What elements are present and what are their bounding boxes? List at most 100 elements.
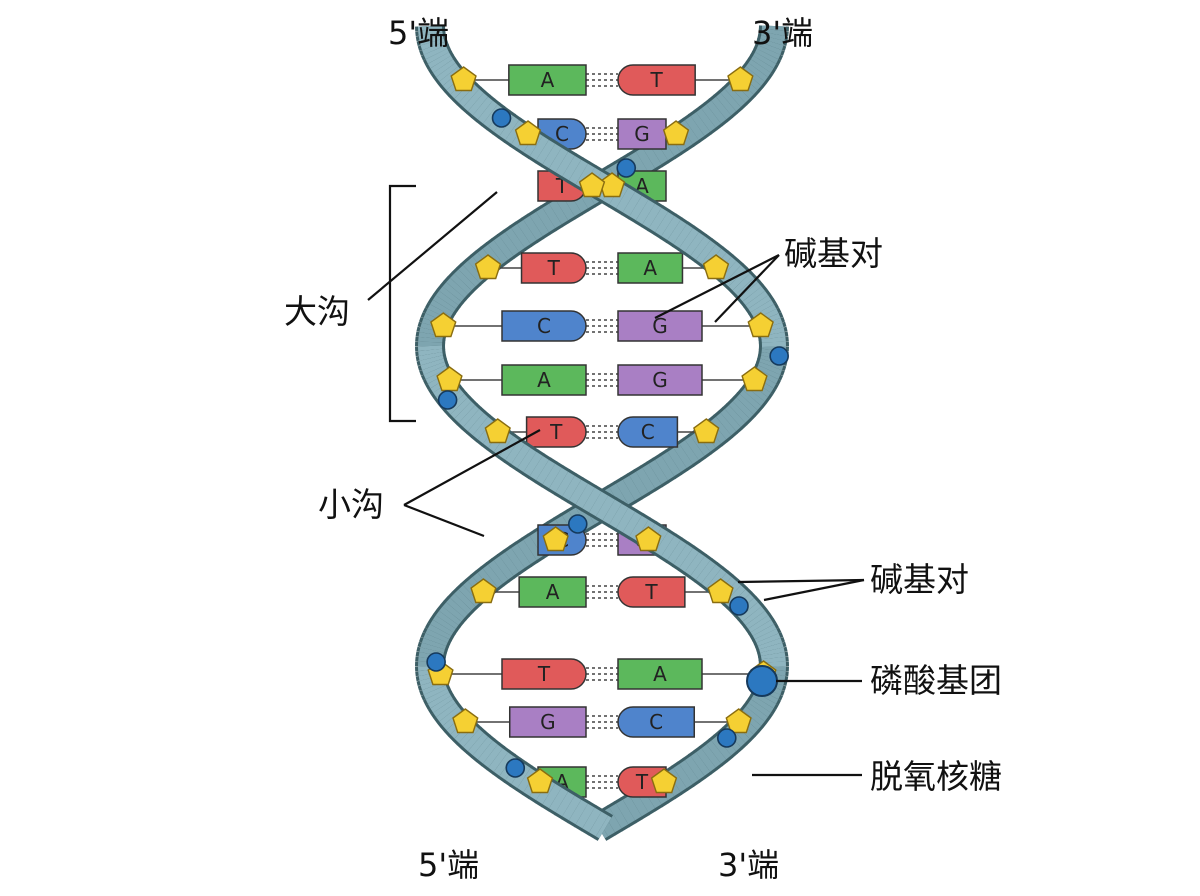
major-groove-pointer: [367, 191, 498, 301]
base-letter-T: T: [649, 68, 663, 92]
strand-1-ribbon-seg: [731, 397, 754, 419]
base-letter-A: A: [546, 580, 560, 604]
strand-1-ribbon-seg: [463, 89, 485, 112]
base-T: T: [617, 64, 696, 96]
strand-2-ribbon-seg: [529, 455, 550, 481]
strand-1-ribbon-seg: [419, 35, 444, 46]
strand-1-ribbon-seg: [562, 795, 583, 821]
deoxyribose-sugar-left: [542, 526, 569, 552]
strand-1-ribbon-seg: [438, 606, 462, 627]
phosphate-group-dot: [426, 652, 446, 672]
strand-2-ribbon-seg: [647, 139, 668, 165]
base-G: G: [617, 364, 703, 396]
strand-1-ribbon-seg: [422, 681, 447, 695]
strand-1-ribbon-seg: [483, 744, 504, 769]
base-letter-G: G: [634, 122, 650, 146]
strand-2-ribbon-seg: [757, 637, 783, 651]
strand-2-ribbon-seg: [595, 495, 616, 521]
strand-2-ribbon-seg: [621, 795, 642, 821]
strand-1-ribbon-seg: [728, 269, 751, 292]
sugar-phosphate-layer: [426, 66, 789, 794]
base-A: A: [617, 658, 703, 690]
deoxyribose-sugar-right: [578, 172, 606, 198]
phosphate-group-dot: [616, 158, 637, 178]
base-pairs-layer: ATCGTATACGAGTCCGATTAGCAT: [442, 64, 762, 798]
strand-2-ribbon-seg: [548, 199, 569, 225]
strand-1-ribbon-seg: [621, 475, 642, 501]
deoxyribose-sugar-right: [662, 120, 690, 146]
strand-1-ribbon-seg: [418, 31, 444, 41]
strand-2-ribbon-seg: [568, 479, 589, 505]
strand-2-ribbon-seg: [554, 195, 575, 221]
strand-1-ribbon-seg: [453, 589, 476, 612]
strand-1-ribbon-seg: [423, 633, 448, 648]
hydrogen-bonds: [586, 425, 618, 439]
deoxyribose-sugar-right: [747, 312, 774, 338]
strand-1-ribbon-seg: [463, 729, 485, 752]
strand-2-ribbon-seg: [747, 59, 771, 78]
strand-1-ribbon-seg: [427, 624, 452, 641]
phosphate-group-dot: [716, 728, 737, 748]
strand-1-ribbon-seg: [425, 628, 450, 644]
base-G: G: [508, 706, 587, 738]
strand-1-ribbon-seg: [622, 191, 643, 217]
strand-2-ribbon-seg: [422, 361, 447, 375]
base-shape-A: [518, 576, 587, 608]
strand-2-ribbon-seg: [754, 48, 779, 64]
strand-1-ribbon-seg: [641, 463, 662, 489]
strand-2-ribbon-seg: [427, 304, 452, 321]
hydrogen-bonds: [586, 127, 618, 141]
strand-2-ribbon-seg: [750, 55, 774, 73]
strand-1-ribbon-seg: [458, 85, 481, 108]
strand-2-ribbon-seg: [695, 108, 716, 133]
base-letter-C: C: [555, 122, 569, 146]
strand-2-ribbon-seg: [449, 273, 472, 295]
strand-2-ribbon-seg: [715, 92, 737, 116]
strand-1-ribbon-seg: [629, 195, 650, 221]
strand-1-ribbon-seg: [742, 286, 766, 307]
strand-2-ribbon-seg: [760, 35, 785, 46]
strand-1-ribbon-seg: [493, 556, 514, 581]
base-shape-T: [617, 64, 696, 96]
strand-1-ribbon-seg: [745, 290, 769, 310]
base-letter-T: T: [549, 420, 563, 444]
top-right-end-label: 3'端: [752, 14, 813, 52]
strand-1-ribbon-seg: [710, 416, 732, 440]
strand-1-ribbon-seg: [420, 642, 445, 654]
strand-2-ribbon-seg: [420, 358, 445, 371]
strand-2-ribbon-seg: [705, 740, 727, 765]
base-shape-G: [617, 364, 703, 396]
strand-2-ribbon-seg: [511, 444, 532, 469]
phosphate-group-example: [746, 665, 778, 697]
strand-1-ribbon-seg: [432, 615, 456, 634]
strand-1-ribbon-seg: [536, 139, 557, 165]
strand-2-ribbon-seg: [628, 151, 649, 177]
base-G: G: [617, 118, 667, 150]
strand-2-ribbon-seg: [655, 531, 676, 557]
strand-2-ribbon-seg: [450, 397, 473, 419]
strand-1-ribbon-seg: [477, 740, 499, 765]
strand-1-ribbon-seg: [719, 409, 741, 432]
strand-1-ribbon-seg: [756, 365, 781, 380]
strand-1-ribbon-seg: [425, 688, 450, 704]
hydrogen-bonds: [586, 585, 618, 599]
base-letter-T: T: [644, 580, 658, 604]
deoxyribose-sugar-left: [452, 708, 479, 734]
deoxyribose-sugar-left: [450, 66, 477, 92]
strand-2-ribbon-seg: [750, 695, 774, 713]
base-shape-T: [501, 658, 587, 690]
strand-1-ribbon-seg: [445, 597, 468, 619]
strand-1-ribbon-seg: [504, 548, 525, 573]
strand-1-ribbon-seg: [542, 783, 563, 809]
strand-2-ribbon-seg: [453, 269, 476, 292]
strand-1-ribbon-seg: [430, 619, 454, 637]
strand-2-ribbon-seg: [634, 787, 655, 813]
strand-2-ribbon-seg: [616, 507, 637, 533]
base-shape-T: [617, 576, 686, 608]
base-shape-C: [617, 416, 679, 448]
strand-2-ribbon-seg: [589, 491, 610, 517]
strand-2-ribbon-seg: [752, 692, 777, 709]
strand-2-ribbon-seg: [752, 624, 777, 641]
strand-2-ribbon-seg: [634, 147, 655, 173]
